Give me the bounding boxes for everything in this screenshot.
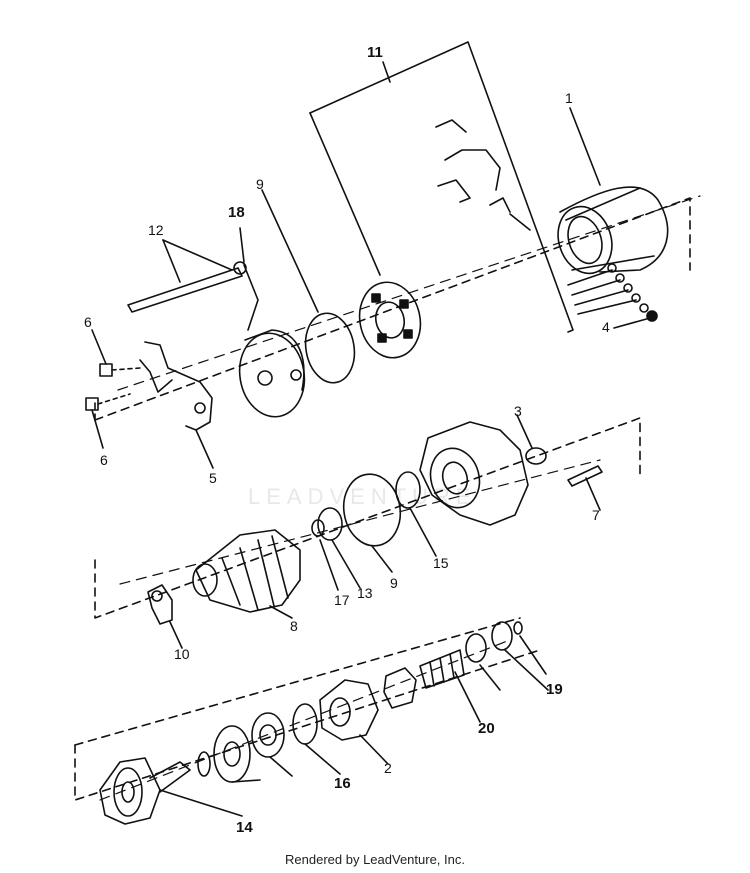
callout-7: 7 [592, 507, 600, 523]
callout-6a: 6 [84, 314, 92, 330]
drive-housing-part [419, 414, 603, 526]
callout-3: 3 [514, 403, 522, 419]
terminal-boot-10 [147, 584, 183, 649]
callout-2: 2 [384, 760, 392, 776]
pinion-drive-part [99, 725, 261, 825]
drive-gear-part [319, 679, 389, 765]
field-frame-part [557, 107, 669, 275]
mount-bracket-5 [85, 329, 214, 469]
o-ring-parts [342, 471, 437, 573]
callout-18: 18 [228, 204, 245, 221]
middle-assembly-frame [94, 417, 641, 619]
clutch-part [251, 703, 341, 777]
callout-13: 13 [357, 585, 373, 601]
callout-9b: 9 [390, 575, 398, 591]
callout-5: 5 [209, 470, 217, 486]
callout-8: 8 [290, 618, 298, 634]
armature-part [192, 507, 361, 619]
callout-10: 10 [174, 646, 190, 662]
bottom-assembly-frame [74, 617, 541, 801]
footer-credit: Rendered by LeadVenture, Inc. [285, 852, 465, 867]
callout-6b: 6 [100, 452, 108, 468]
callout-4: 4 [602, 319, 610, 335]
callout-12: 12 [148, 222, 164, 238]
callout-1: 1 [565, 90, 573, 106]
callout-11: 11 [367, 44, 383, 61]
through-bolt-12 [127, 227, 259, 331]
terminal-hardware-4 [567, 263, 658, 329]
end-frame-part [238, 189, 356, 418]
sleeve-spring-part [383, 621, 549, 723]
callout-15: 15 [433, 555, 449, 571]
callout-17: 17 [334, 592, 350, 608]
callout-9a: 9 [256, 176, 264, 192]
bracket-11 [309, 41, 574, 333]
callout-labels: 1 2 3 4 5 6 6 7 8 9 9 10 11 12 13 14 15 … [84, 44, 610, 836]
callout-16: 16 [334, 775, 351, 792]
callout-14: 14 [236, 819, 253, 836]
brush-parts [435, 119, 531, 231]
callout-20: 20 [478, 720, 495, 737]
brush-holder-plate [358, 281, 422, 359]
callout-19: 19 [546, 681, 563, 698]
